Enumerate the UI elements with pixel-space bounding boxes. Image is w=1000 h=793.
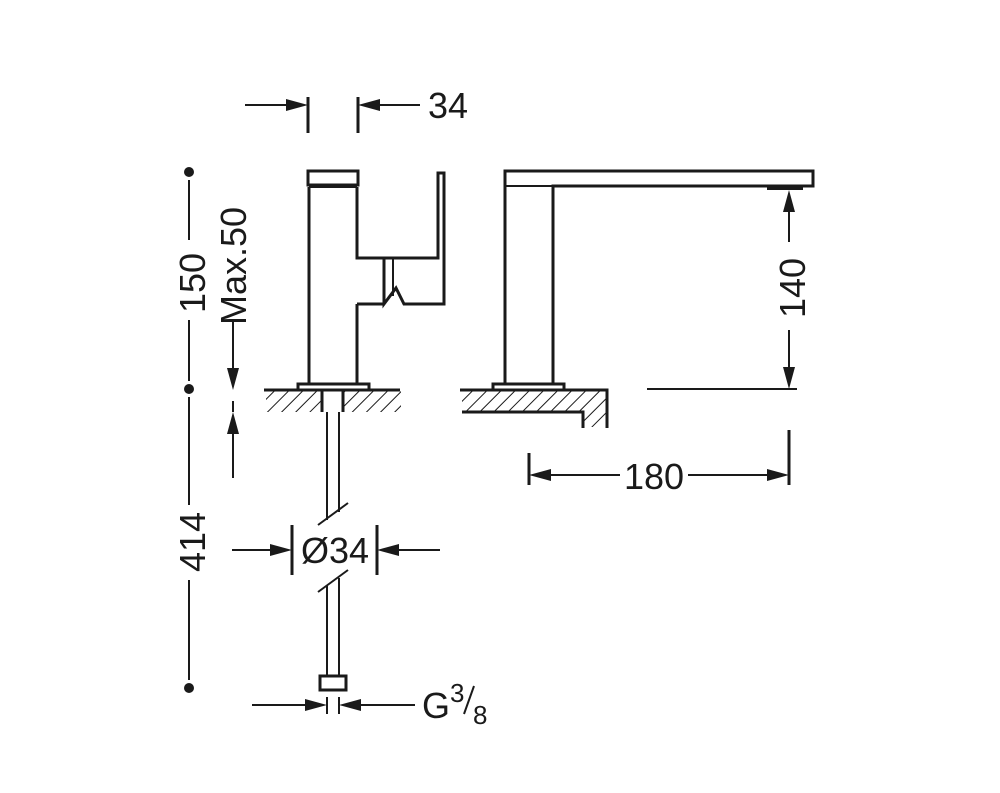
faucet-side-view [296,169,446,392]
hose-fitting [318,674,348,692]
top-width-label: 34 [428,85,468,126]
thread-label-numerator: 3 [450,678,464,708]
thread-label-denominator: 8 [473,700,487,730]
total-height-label: 150 [172,253,213,313]
thread-dimension: G 3 8 [252,678,487,730]
supply-hose [317,412,349,692]
thread-label-main: G [422,685,450,726]
deck-thickness-dimension: Max.50 [213,207,254,478]
deck-section-left [264,388,401,412]
spout-height-dimension: 140 [647,190,813,390]
spout-reach-dimension: 180 [527,430,791,497]
height-dimension-chain: 150 414 [172,167,213,693]
dim-point-deck [184,384,194,394]
below-length-label: 414 [172,512,213,572]
deck-section-right [460,388,609,428]
spout-reach-label: 180 [624,456,684,497]
top-width-dimension: 34 [245,85,468,133]
dim-point-bottom [184,683,194,693]
dim-point-top [184,167,194,177]
hole-diameter-dimension: Ø34 [232,525,440,575]
spout-height-label: 140 [772,258,813,318]
faucet-front-view [491,169,815,392]
max-deck-label: Max.50 [213,207,254,325]
hole-diameter-label: Ø34 [301,530,369,571]
